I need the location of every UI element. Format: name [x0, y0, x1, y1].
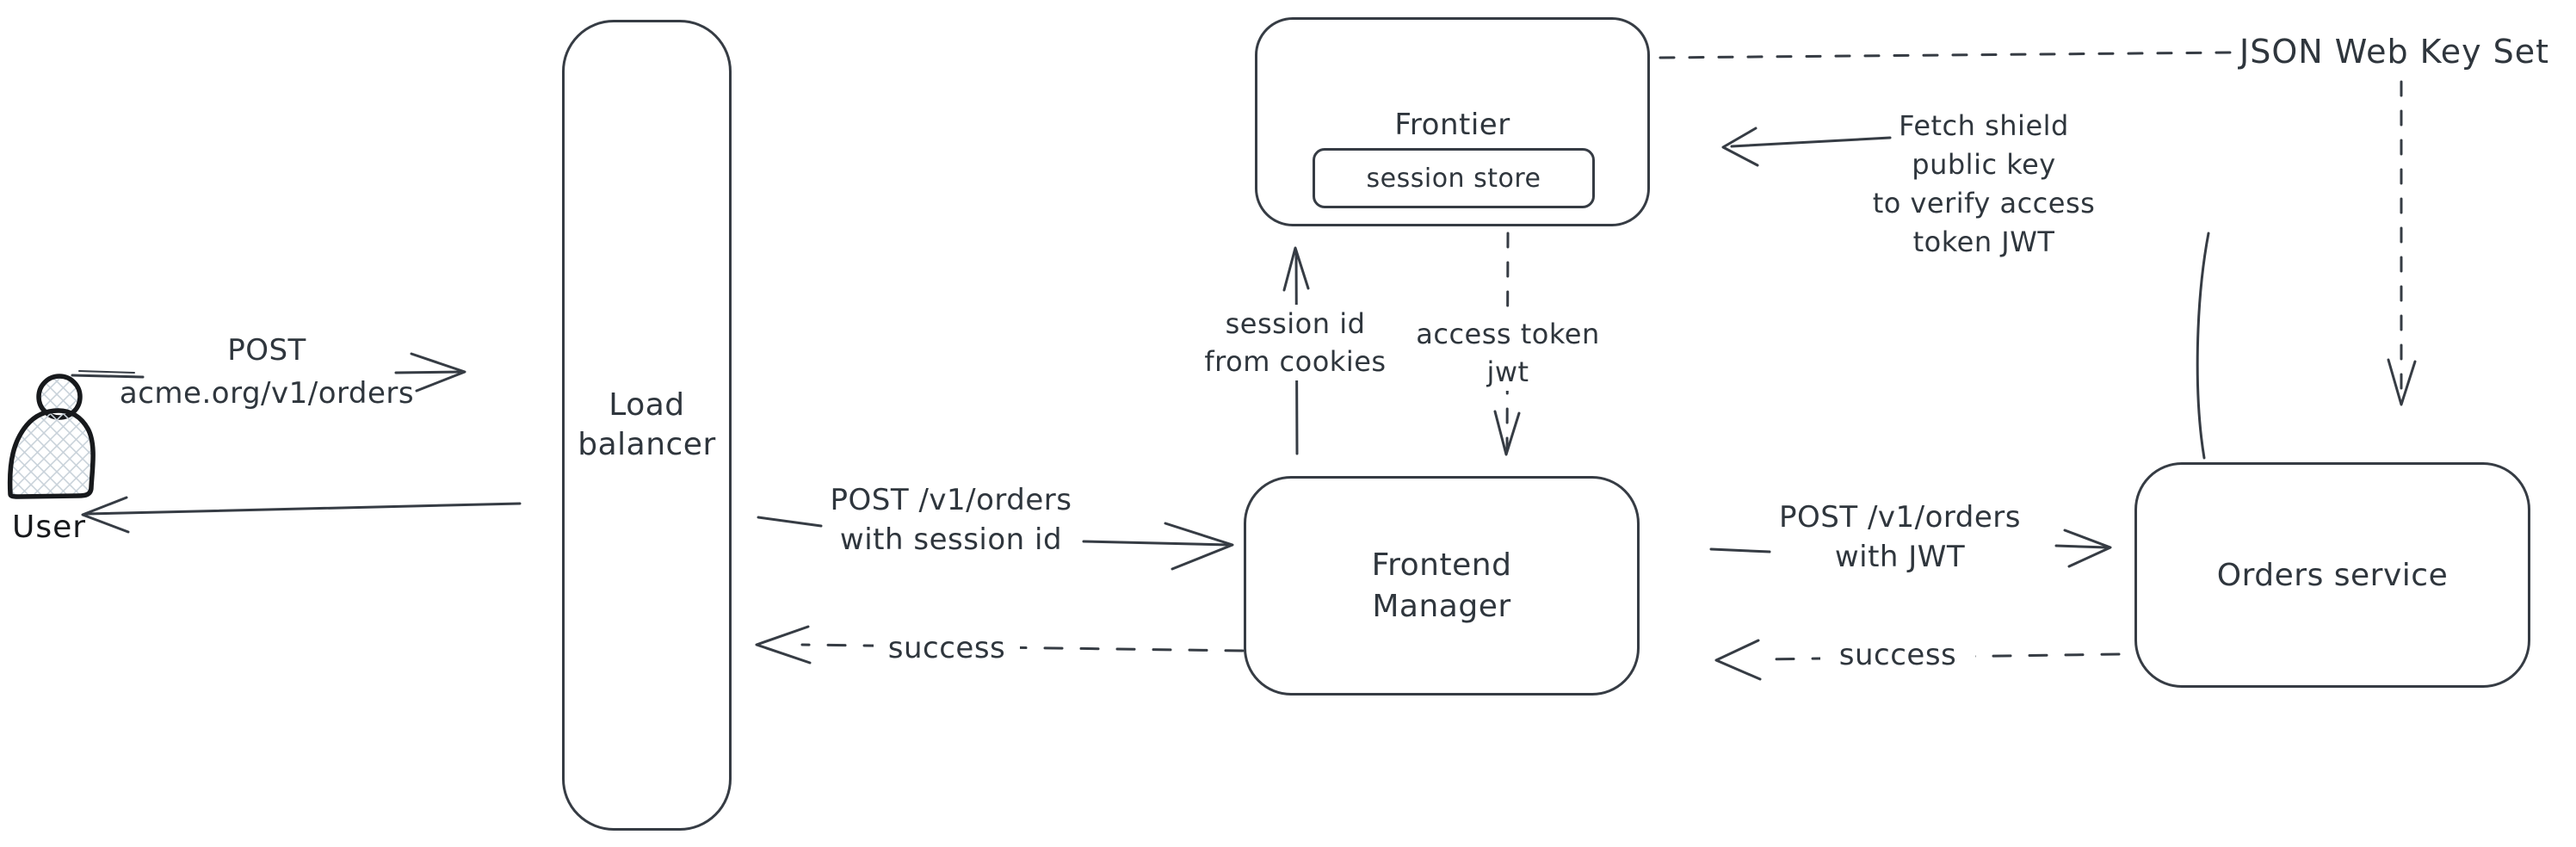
edge-label-session-id-from-cookies[interactable]: session id from cookies [1192, 305, 1399, 380]
edge-label-post-with-session-id[interactable]: POST /v1/orders with session id [830, 483, 1072, 557]
frontend-manager-node[interactable]: Frontend Manager [1244, 476, 1640, 696]
session-store-label: session store [1366, 163, 1541, 194]
arrow-fm-to-orders[interactable] [1709, 529, 2112, 568]
edge-label-post-acme-orders[interactable]: POST acme.org/v1/orders [119, 333, 415, 411]
arrow-user-to-lb[interactable] [71, 352, 466, 393]
json-web-key-set-label[interactable]: JSON Web Key Set [2239, 33, 2550, 71]
frontend-manager-label: Frontend Manager [1371, 547, 1512, 624]
user-person-icon[interactable] [5, 368, 120, 503]
orders-service-node[interactable]: Orders service [2134, 462, 2530, 688]
frontier-label: Frontier [1394, 108, 1510, 142]
edge-label-success-left[interactable]: success [874, 630, 1020, 666]
arrow-orders-to-frontier-fetch[interactable] [1721, 127, 2210, 460]
edge-label-success-right[interactable]: success [1820, 637, 1975, 673]
load-balancer-label: Load balancer [578, 387, 716, 462]
edge-label-fetch-shield-public-key[interactable]: Fetch shield public key to verify access… [1872, 109, 2096, 258]
orders-service-label: Orders service [2216, 557, 2449, 593]
frontier-node[interactable]: Frontier session store [1255, 17, 1650, 226]
arrow-frontier-to-fm[interactable] [1493, 232, 1521, 456]
line-frontier-to-jwks[interactable] [1659, 51, 2233, 59]
load-balancer-node[interactable]: Load balancer [562, 20, 732, 831]
edge-label-access-token-jwt[interactable]: access token jwt [1409, 315, 1607, 391]
arrow-jwks-to-orders[interactable] [2387, 80, 2417, 406]
arrow-lb-to-user[interactable] [81, 496, 522, 534]
user-node-label: User [12, 510, 87, 545]
person-body [7, 408, 96, 499]
arrow-lb-to-fm[interactable] [757, 516, 1234, 571]
edge-label-post-with-jwt[interactable]: POST /v1/orders with JWT [1779, 500, 2021, 574]
session-store-node[interactable]: session store [1313, 148, 1595, 208]
